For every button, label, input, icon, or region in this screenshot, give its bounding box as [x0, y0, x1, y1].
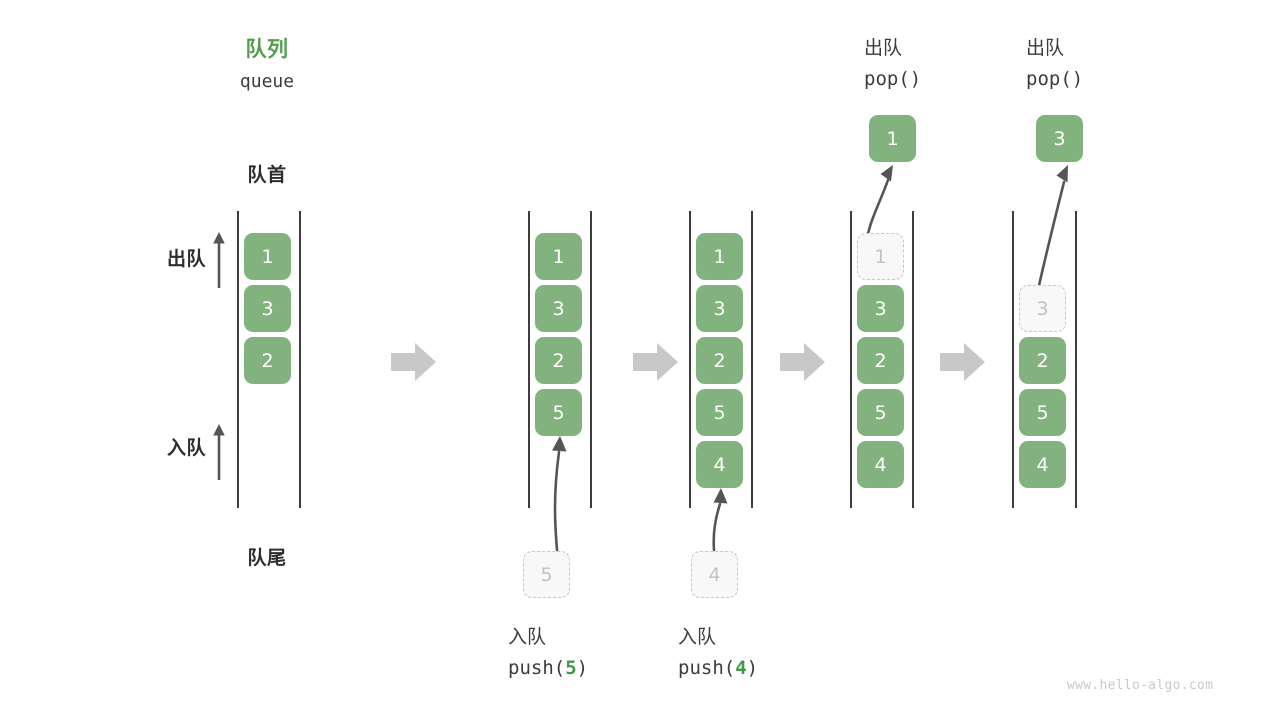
- queue-cell: 5: [535, 389, 582, 436]
- dequeue-label: 出队: [166, 248, 206, 270]
- queue-cell: 1: [696, 233, 743, 280]
- queue-rail-right-4: [912, 211, 914, 508]
- queue-cell: 5: [1019, 389, 1066, 436]
- push-code-arg: 5: [565, 657, 577, 679]
- queue-rail-left-2: [528, 211, 530, 508]
- push-motion-arrow-icon: [552, 436, 567, 552]
- queue-cell: 1: [535, 233, 582, 280]
- queue-title-en: queue: [239, 71, 295, 92]
- incoming-element-ghost: 4: [691, 551, 738, 598]
- watermark: www.hello-algo.com: [1067, 678, 1214, 693]
- pop-motion-arrow-icon: [865, 165, 893, 240]
- queue-rail-right-5: [1075, 211, 1077, 508]
- queue-cell: 2: [535, 337, 582, 384]
- push-motion-arrow-icon: [712, 488, 728, 552]
- queue-rail-left-1: [237, 211, 239, 508]
- step-arrow-icon: [940, 343, 985, 381]
- queue-cell: 5: [696, 389, 743, 436]
- pop-motion-arrow-icon: [1036, 165, 1068, 292]
- queue-cell: 5: [857, 389, 904, 436]
- queue-cell: 2: [1019, 337, 1066, 384]
- step-arrow-icon: [391, 343, 436, 381]
- push-code-arg: 4: [735, 657, 747, 679]
- incoming-element-ghost: 5: [523, 551, 570, 598]
- queue-cell-ghost: 1: [857, 233, 904, 280]
- queue-rail-right-1: [299, 211, 301, 508]
- queue-rail-left-3: [689, 211, 691, 508]
- queue-cell-ghost: 3: [1019, 285, 1066, 332]
- push-code-label: push(5): [508, 657, 588, 679]
- queue-cell: 2: [857, 337, 904, 384]
- queue-cell: 3: [696, 285, 743, 332]
- rear-label: 队尾: [247, 547, 287, 569]
- push-label-cn: 入队: [508, 626, 547, 648]
- step-arrow-icon: [633, 343, 678, 381]
- queue-cell: 3: [857, 285, 904, 332]
- push-code-prefix: push(: [678, 657, 736, 679]
- queue-cell: 4: [696, 441, 743, 488]
- queue-rail-right-3: [751, 211, 753, 508]
- queue-cell: 1: [244, 233, 291, 280]
- pop-code-label: pop(): [1026, 68, 1084, 90]
- pop-code-label: pop(): [864, 68, 922, 90]
- queue-cell: 3: [535, 285, 582, 332]
- queue-cell: 2: [244, 337, 291, 384]
- queue-cell: 2: [696, 337, 743, 384]
- popped-element: 1: [869, 115, 916, 162]
- front-label: 队首: [247, 164, 287, 186]
- step-arrow-icon: [780, 343, 825, 381]
- queue-rail-right-2: [590, 211, 592, 508]
- queue-rail-left-4: [850, 211, 852, 508]
- push-code-label: push(4): [678, 657, 758, 679]
- queue-cell: 3: [244, 285, 291, 332]
- dequeue-arrow-icon: [213, 232, 225, 288]
- popped-element: 3: [1036, 115, 1083, 162]
- push-code-prefix: push(: [508, 657, 566, 679]
- queue-rail-left-5: [1012, 211, 1014, 508]
- enqueue-arrow-icon: [213, 424, 225, 480]
- push-code-suffix: ): [576, 657, 589, 679]
- enqueue-label: 入队: [166, 437, 206, 459]
- push-label-cn: 入队: [678, 626, 717, 648]
- pop-label-cn: 出队: [1026, 37, 1065, 59]
- push-code-suffix: ): [746, 657, 759, 679]
- queue-cell: 4: [1019, 441, 1066, 488]
- queue-title-cn: 队列: [245, 37, 289, 61]
- queue-cell: 4: [857, 441, 904, 488]
- pop-label-cn: 出队: [864, 37, 903, 59]
